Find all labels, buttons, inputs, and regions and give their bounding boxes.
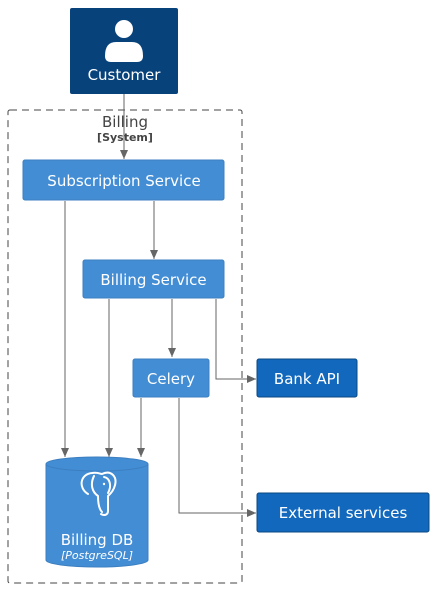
postgresql-elephant-icon — [80, 471, 117, 516]
external-services-label: External services — [279, 504, 408, 522]
celery-box — [132, 358, 210, 398]
boundary-title: Billing — [102, 113, 148, 131]
edge-billing-service-bank-api — [215, 299, 256, 383]
subscription-service-node[interactable]: Subscription Service — [22, 159, 225, 201]
bank-api-label: Bank API — [274, 370, 340, 388]
billing-service-label: Billing Service — [100, 271, 206, 289]
subscription-service-box — [22, 159, 225, 201]
boundary-type: [System] — [97, 131, 153, 144]
edge-celery-external-services — [178, 398, 256, 517]
billing-db-cylinder — [45, 456, 149, 568]
billing-service-box — [82, 259, 225, 299]
bank-api-box — [256, 358, 358, 398]
billing-db-label: Billing DB — [61, 531, 134, 549]
celery-label: Celery — [147, 370, 195, 388]
external-services-node[interactable]: External services — [256, 492, 430, 533]
billing-service-node[interactable]: Billing Service — [82, 259, 225, 299]
customer-label: Customer — [88, 66, 162, 84]
billing-db-node[interactable]: Billing DB [PostgreSQL] — [45, 456, 149, 568]
billing-db-technology: [PostgreSQL] — [61, 549, 133, 562]
system-boundary: Billing [System] — [7, 109, 243, 584]
external-services-box — [256, 492, 430, 533]
bank-api-node[interactable]: Bank API — [256, 358, 358, 398]
edges — [61, 94, 256, 517]
person-icon — [105, 20, 143, 62]
customer-node[interactable]: Customer — [70, 8, 178, 94]
subscription-service-label: Subscription Service — [47, 172, 200, 190]
celery-node[interactable]: Celery — [132, 358, 210, 398]
billing-db-rim — [45, 463, 149, 472]
